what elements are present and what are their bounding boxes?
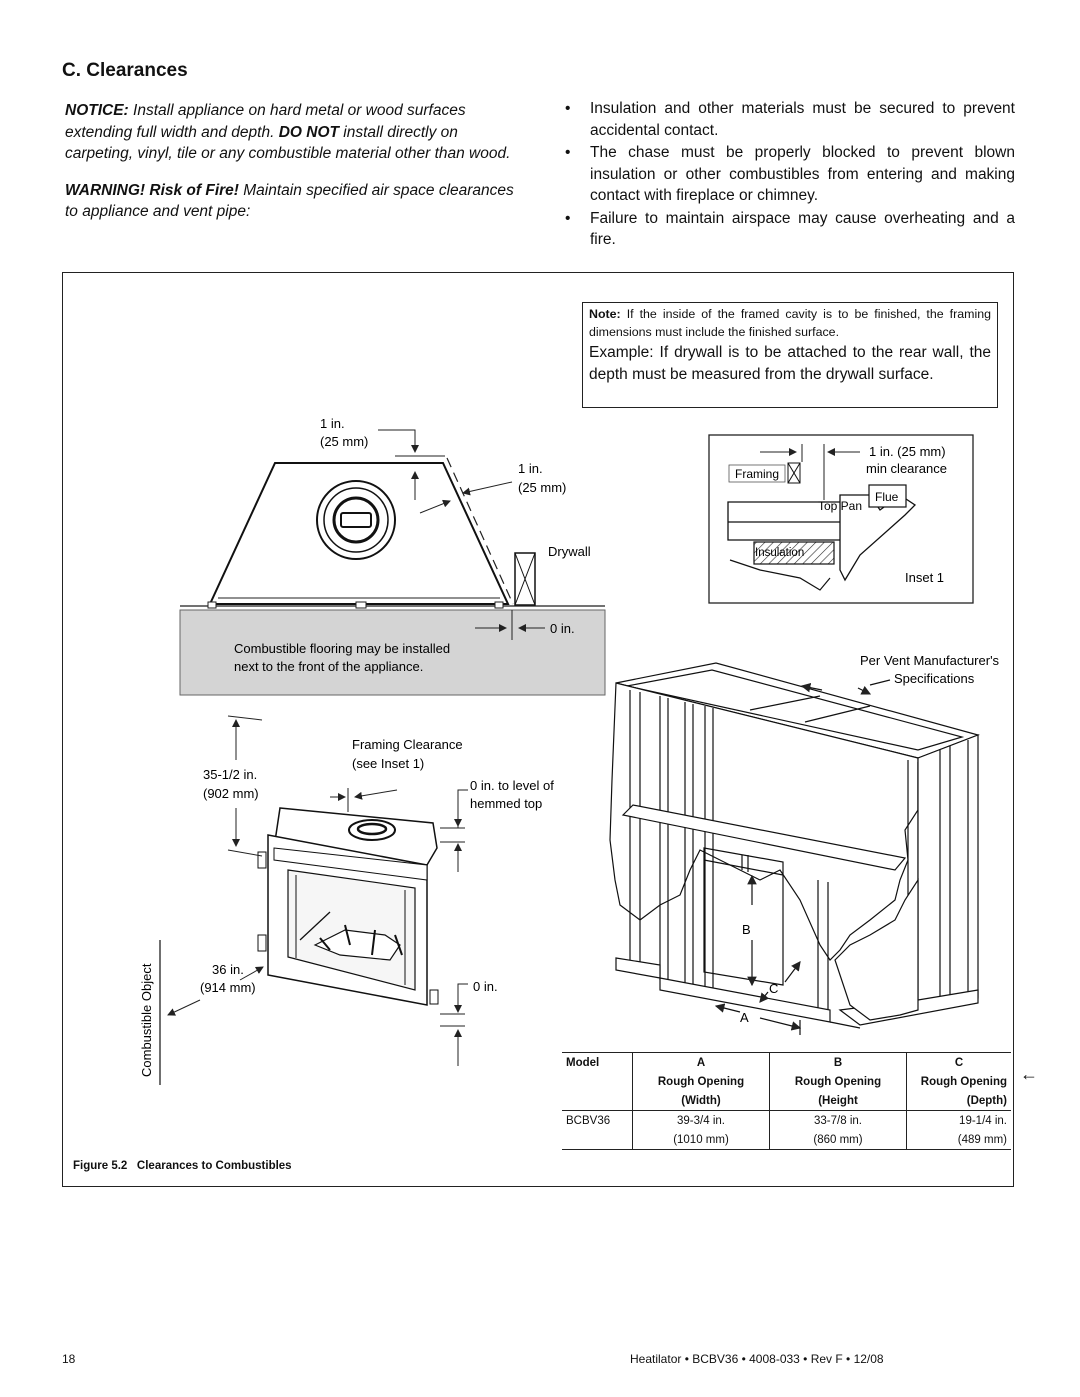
note-example: Example: If drywall is to be attached to… [589, 344, 991, 383]
front-view-diagram: Framing Clearance (see Inset 1) 35-1/2 i… [139, 715, 554, 1085]
table-cell: (Width) [632, 1091, 770, 1111]
inset-diagram: Framing Flue Top Pan Insulation 1 in. (2… [708, 434, 974, 604]
side-clear-line1: 1 in. [518, 461, 543, 476]
chase-label-b: B [742, 922, 751, 937]
notice-column: NOTICE: Install appliance on hard metal … [65, 100, 517, 238]
bullet-text: Failure to maintain airspace may cause o… [590, 209, 1015, 249]
table-cell: Rough Opening [632, 1072, 770, 1091]
rough-opening-table: Model A B C Rough Opening Rough Opening … [562, 1052, 1011, 1150]
table-cell: (Height [769, 1091, 907, 1111]
chase-framing-diagram [609, 662, 980, 1035]
clearance-dashed-line [446, 457, 514, 605]
table-row: (1010 mm) (860 mm) (489 mm) [562, 1130, 1011, 1150]
side-clear-line2: (25 mm) [518, 480, 566, 495]
bullet-mark: • [565, 100, 571, 117]
top-clear-line2: (25 mm) [320, 434, 368, 449]
table-cell: 39-3/4 in. [632, 1110, 770, 1130]
page-number: 18 [62, 1352, 76, 1366]
inset-toppan-label: Top Pan [818, 499, 862, 513]
framing-clear-line2: (see Inset 1) [352, 756, 424, 771]
table-cell [562, 1072, 633, 1091]
table-cell: Rough Opening [769, 1072, 907, 1091]
height-line1: 35-1/2 in. [203, 767, 257, 782]
table-header-row: Model A B C [562, 1052, 1011, 1072]
side-dist-line1: 36 in. [212, 962, 244, 977]
table-cell: (1010 mm) [632, 1130, 770, 1150]
inset-title: Inset 1 [905, 570, 944, 585]
hem-line1: 0 in. to level of [470, 778, 554, 793]
notice-paragraph: NOTICE: Install appliance on hard metal … [65, 100, 517, 165]
flue-collar-icon [316, 480, 396, 560]
bottom-zero-label: 0 in. [473, 979, 498, 994]
header-a: A [632, 1052, 770, 1072]
inset-clear-line2: min clearance [866, 461, 947, 476]
caption-title: Clearances to Combustibles [136, 1160, 292, 1172]
notice-text-2: install directly on carpeting, vinyl, ti… [65, 123, 511, 163]
hem-line2: hemmed top [470, 796, 542, 811]
table-cell: 33-7/8 in. [769, 1110, 907, 1130]
bullet-text: The chase must be properly blocked to pr… [590, 144, 1015, 204]
section-title: C. Clearances [62, 60, 188, 81]
header-model: Model [562, 1052, 633, 1072]
height-line2: (902 mm) [203, 786, 259, 801]
combustible-label: Combustible Object [139, 963, 154, 1077]
header-c: C [906, 1052, 1011, 1072]
floor-note-line1: Combustible flooring may be installed [234, 641, 450, 656]
vent-spec-line2: Specifications [894, 671, 975, 686]
chase-label-a: A [740, 1010, 749, 1025]
table-cell: 19-1/4 in. [906, 1110, 1011, 1130]
insulation-hatch [753, 541, 835, 565]
table-arrow-icon: ← [1020, 1064, 1038, 1084]
header-b: B [769, 1052, 907, 1072]
inset-insulation-label: Insulation [755, 547, 804, 559]
drywall-label: Drywall [548, 544, 591, 559]
bullet-item: • Insulation and other materials must be … [565, 98, 1015, 141]
table-cell: Rough Opening [906, 1072, 1011, 1091]
note-body: If the inside of the framed cavity is to… [589, 307, 991, 339]
top-view-diagram: 1 in. (25 mm) 1 in. (25 mm) Drywall 0 in… [179, 416, 606, 696]
note-box: Note: If the inside of the framed cavity… [582, 302, 998, 408]
floor-note-line2: next to the front of the appliance. [234, 659, 423, 674]
inset-framing-label: Framing [735, 467, 779, 481]
inset-clear-line1: 1 in. (25 mm) [869, 444, 946, 459]
table-cell: (860 mm) [769, 1130, 907, 1150]
bullet-item: • Failure to maintain airspace may cause … [565, 208, 1015, 251]
table-cell: BCBV36 [562, 1110, 633, 1130]
bullet-text: Insulation and other materials must be s… [590, 100, 1015, 139]
side-dist-line2: (914 mm) [200, 980, 256, 995]
notice-do-not: DO NOT [278, 123, 339, 141]
figure-caption: Figure 5.2 Clearances to Combustibles [73, 1160, 292, 1172]
table-sub-row: (Width) (Height (Depth) [562, 1091, 1011, 1111]
warning-label: WARNING! Risk of Fire! [65, 181, 239, 199]
bullet-item: • The chase must be properly blocked to p… [565, 142, 1015, 207]
caption-number: Figure 5.2 [73, 1160, 128, 1172]
note-text: Note: If the inside of the framed cavity… [589, 305, 991, 341]
notice-label: NOTICE: [65, 102, 129, 119]
table-row: BCBV36 39-3/4 in. 33-7/8 in. 19-1/4 in. [562, 1110, 1011, 1130]
framing-clear-line1: Framing Clearance [352, 737, 463, 752]
table-cell [562, 1091, 633, 1111]
vent-spec-line1: Per Vent Manufacturer's [860, 653, 1000, 668]
inset-flue-label: Flue [875, 490, 899, 504]
notice-text-1: Install appliance on hard metal or wood … [65, 102, 466, 141]
top-clear-line1: 1 in. [320, 416, 345, 431]
warning-paragraph: WARNING! Risk of Fire! Maintain specifie… [65, 180, 517, 223]
note-label: Note: [589, 307, 621, 321]
table-cell: (489 mm) [906, 1130, 1011, 1150]
table-sub-row: Rough Opening Rough Opening Rough Openin… [562, 1072, 1011, 1091]
bullet-mark: • [565, 144, 571, 161]
bullet-column: • Insulation and other materials must be … [565, 98, 1015, 252]
bullet-mark: • [565, 209, 571, 227]
zero-clear-label: 0 in. [550, 621, 575, 636]
bullet-list: • Insulation and other materials must be … [565, 98, 1015, 251]
figure-frame [62, 272, 1014, 1187]
doc-footer: Heatilator • BCBV36 • 4008-033 • Rev F •… [630, 1352, 884, 1366]
floor-area [179, 609, 606, 696]
table-cell: (Depth) [906, 1091, 1011, 1111]
table-cell [562, 1130, 633, 1150]
chase-label-c: C [769, 981, 778, 996]
warning-text: Maintain specified air space clearances … [65, 181, 514, 221]
